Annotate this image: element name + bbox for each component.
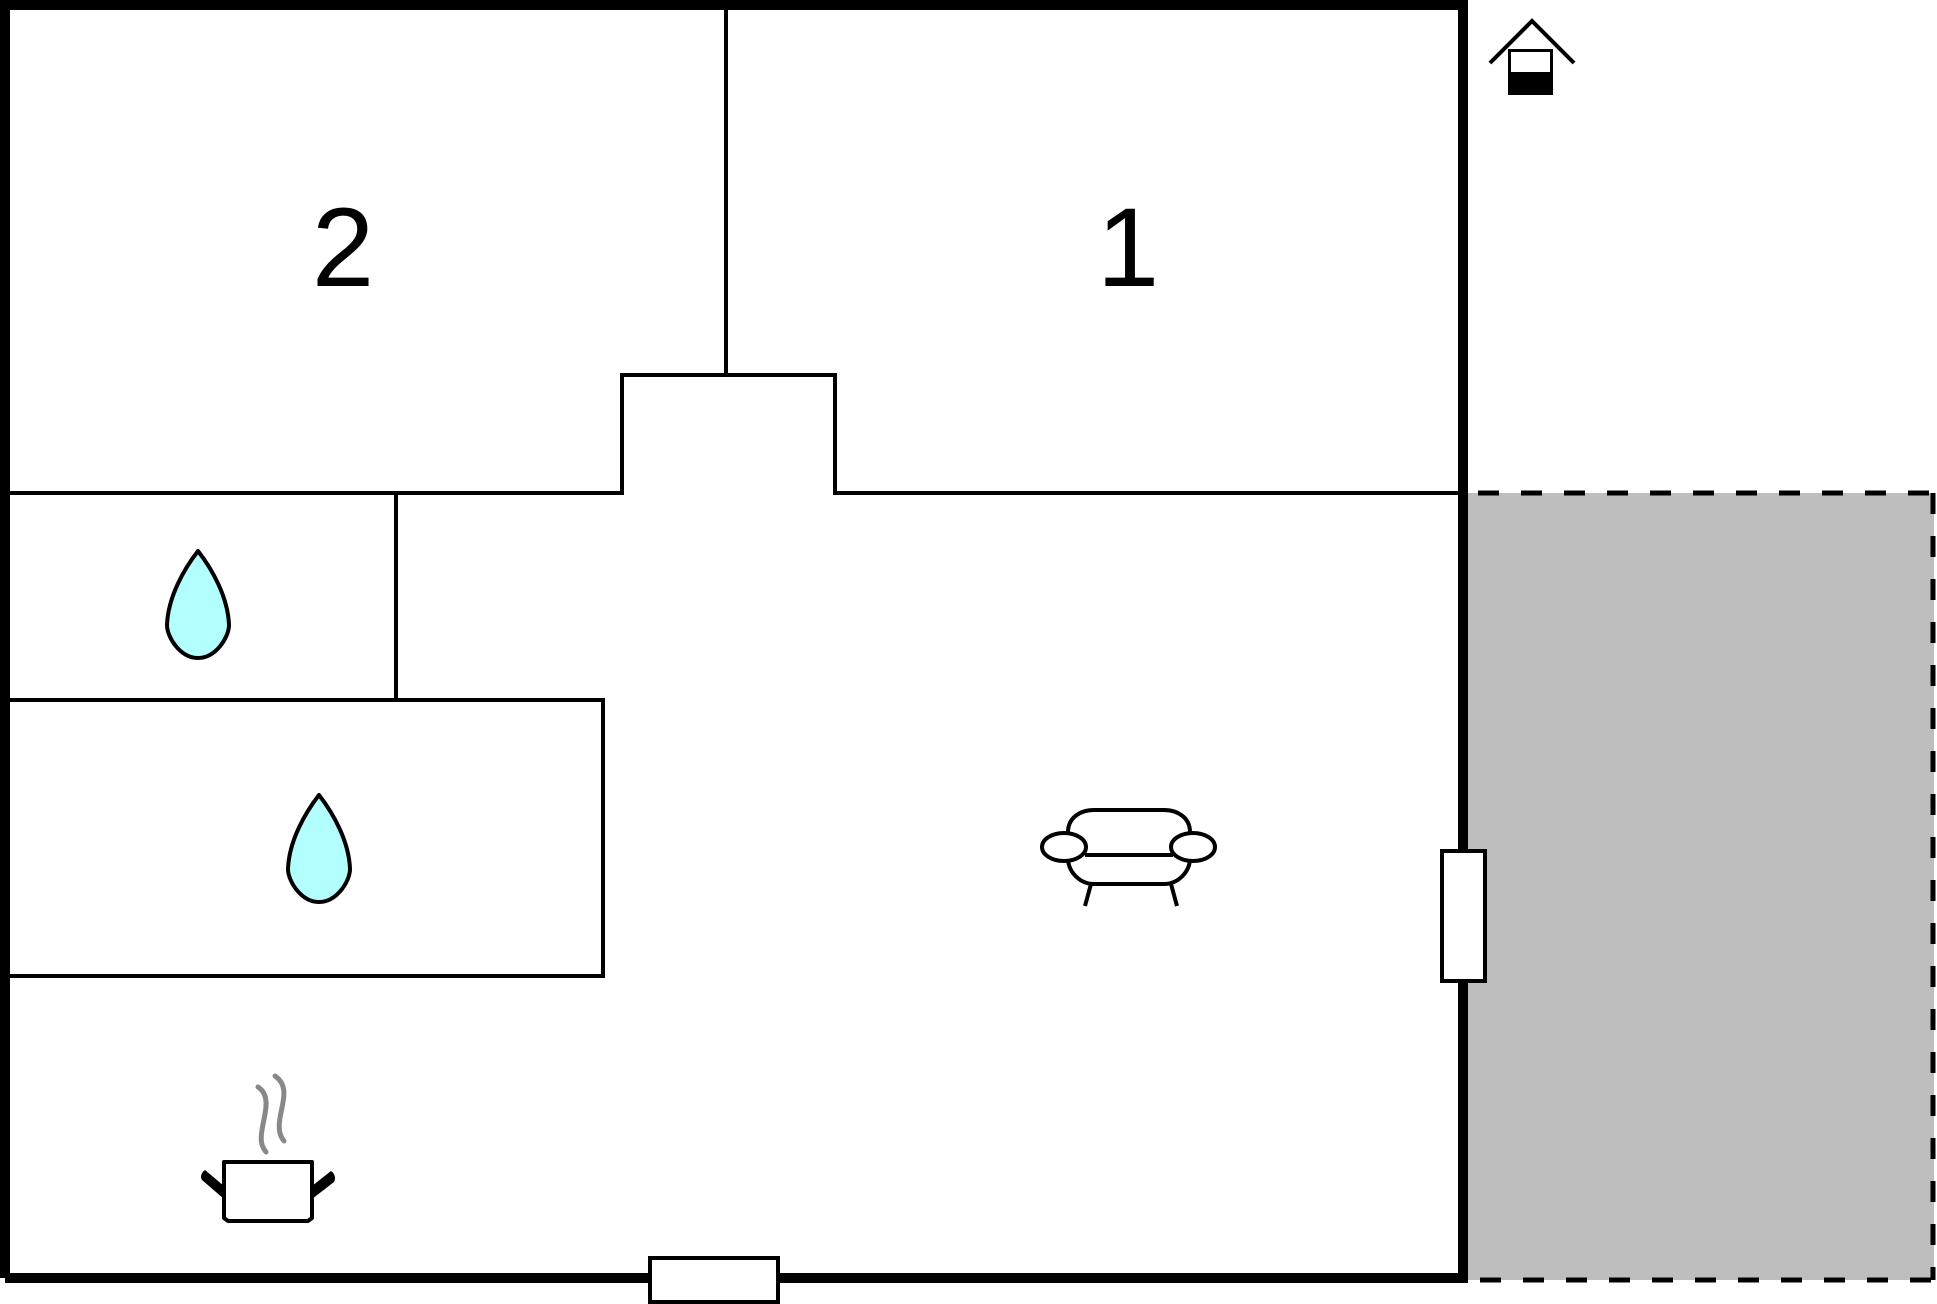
terrace-door[interactable] xyxy=(1440,849,1487,983)
entrance-door[interactable] xyxy=(648,1256,780,1304)
room-label-bedroom-1: 1 xyxy=(1096,185,1160,310)
water-drop-icon xyxy=(165,549,231,660)
house-icon xyxy=(1488,18,1576,95)
cooking-pot-icon xyxy=(201,1073,335,1223)
exterior-walls xyxy=(0,0,1468,1283)
sofa-icon xyxy=(1040,808,1217,907)
room-label-bedroom-2: 2 xyxy=(311,185,375,310)
terrace xyxy=(1468,490,1936,1283)
water-drop-icon xyxy=(286,793,352,904)
interior-walls xyxy=(8,8,1462,978)
